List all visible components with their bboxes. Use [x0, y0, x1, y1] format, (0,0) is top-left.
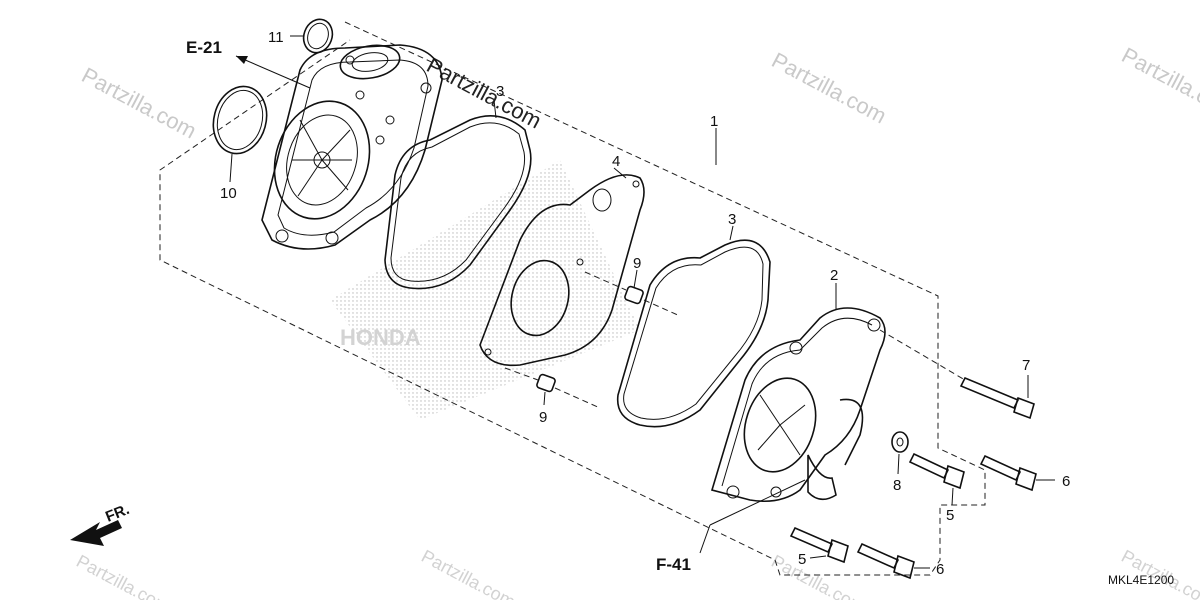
front-direction-indicator: FR. [70, 501, 132, 546]
part-9-dowel-upper [584, 269, 681, 317]
watermark-text: Partzilla.com [1118, 42, 1200, 123]
watermark-text: Partzilla.com [78, 62, 201, 143]
part-3-gasket-lower [616, 225, 771, 428]
section-ref-lower: F-41 [656, 555, 691, 574]
callout-2: 2 [830, 267, 838, 284]
callout-9-upper: 9 [633, 255, 641, 272]
callout-7: 7 [1022, 357, 1030, 374]
watermark-text: Partzilla.com [768, 47, 891, 128]
part-3-gasket-upper [384, 99, 532, 290]
brand-watermark: HONDA [340, 325, 421, 350]
watermarks: Partzilla.com Partzilla.com Partzilla.co… [73, 42, 1200, 600]
direction-label: FR. [103, 501, 132, 526]
part-6-bolt-upper [979, 454, 1055, 492]
drawing-code: MKL4E1200 [1108, 573, 1174, 587]
section-ref-e21: E-21 [186, 38, 311, 89]
callout-5-lower: 5 [798, 551, 806, 568]
part-5-bolt-lower [789, 526, 849, 564]
part-7-bolt [879, 329, 1035, 420]
part-10-o-ring [212, 85, 268, 183]
assembly-outline [159, 21, 986, 576]
part-4-plate [479, 167, 645, 367]
watermark-text: Partzilla.com [423, 52, 546, 133]
part-5-bolt-upper [908, 452, 965, 506]
section-ref-upper: E-21 [186, 38, 222, 57]
watermark-text: Partzilla.com [73, 551, 173, 600]
callout-1: 1 [710, 113, 718, 130]
section-ref-f41: F-41 [656, 479, 806, 574]
callout-3-lower: 3 [728, 211, 736, 228]
part-6-bolt-lower [856, 542, 930, 580]
pump-body [261, 44, 443, 250]
callout-6-lower: 6 [936, 561, 944, 578]
front-arrow-icon [70, 520, 122, 546]
callout-3-upper: 3 [496, 83, 504, 100]
part-9-dowel-lower [504, 367, 601, 409]
callout-5-upper: 5 [946, 507, 954, 524]
part-2-pump-cover [710, 283, 886, 503]
part-8-washer [891, 431, 909, 475]
callouts: 1 2 3 3 4 5 5 6 6 7 8 9 9 10 11 [220, 29, 1070, 578]
watermark-text: Partzilla.com [418, 546, 518, 600]
callout-6-upper: 6 [1062, 473, 1070, 490]
callout-9-lower: 9 [539, 409, 547, 426]
callout-8: 8 [893, 477, 901, 494]
callout-10: 10 [220, 185, 237, 202]
callout-4: 4 [612, 153, 620, 170]
callout-11: 11 [268, 29, 284, 46]
part-11-o-ring [290, 18, 334, 54]
